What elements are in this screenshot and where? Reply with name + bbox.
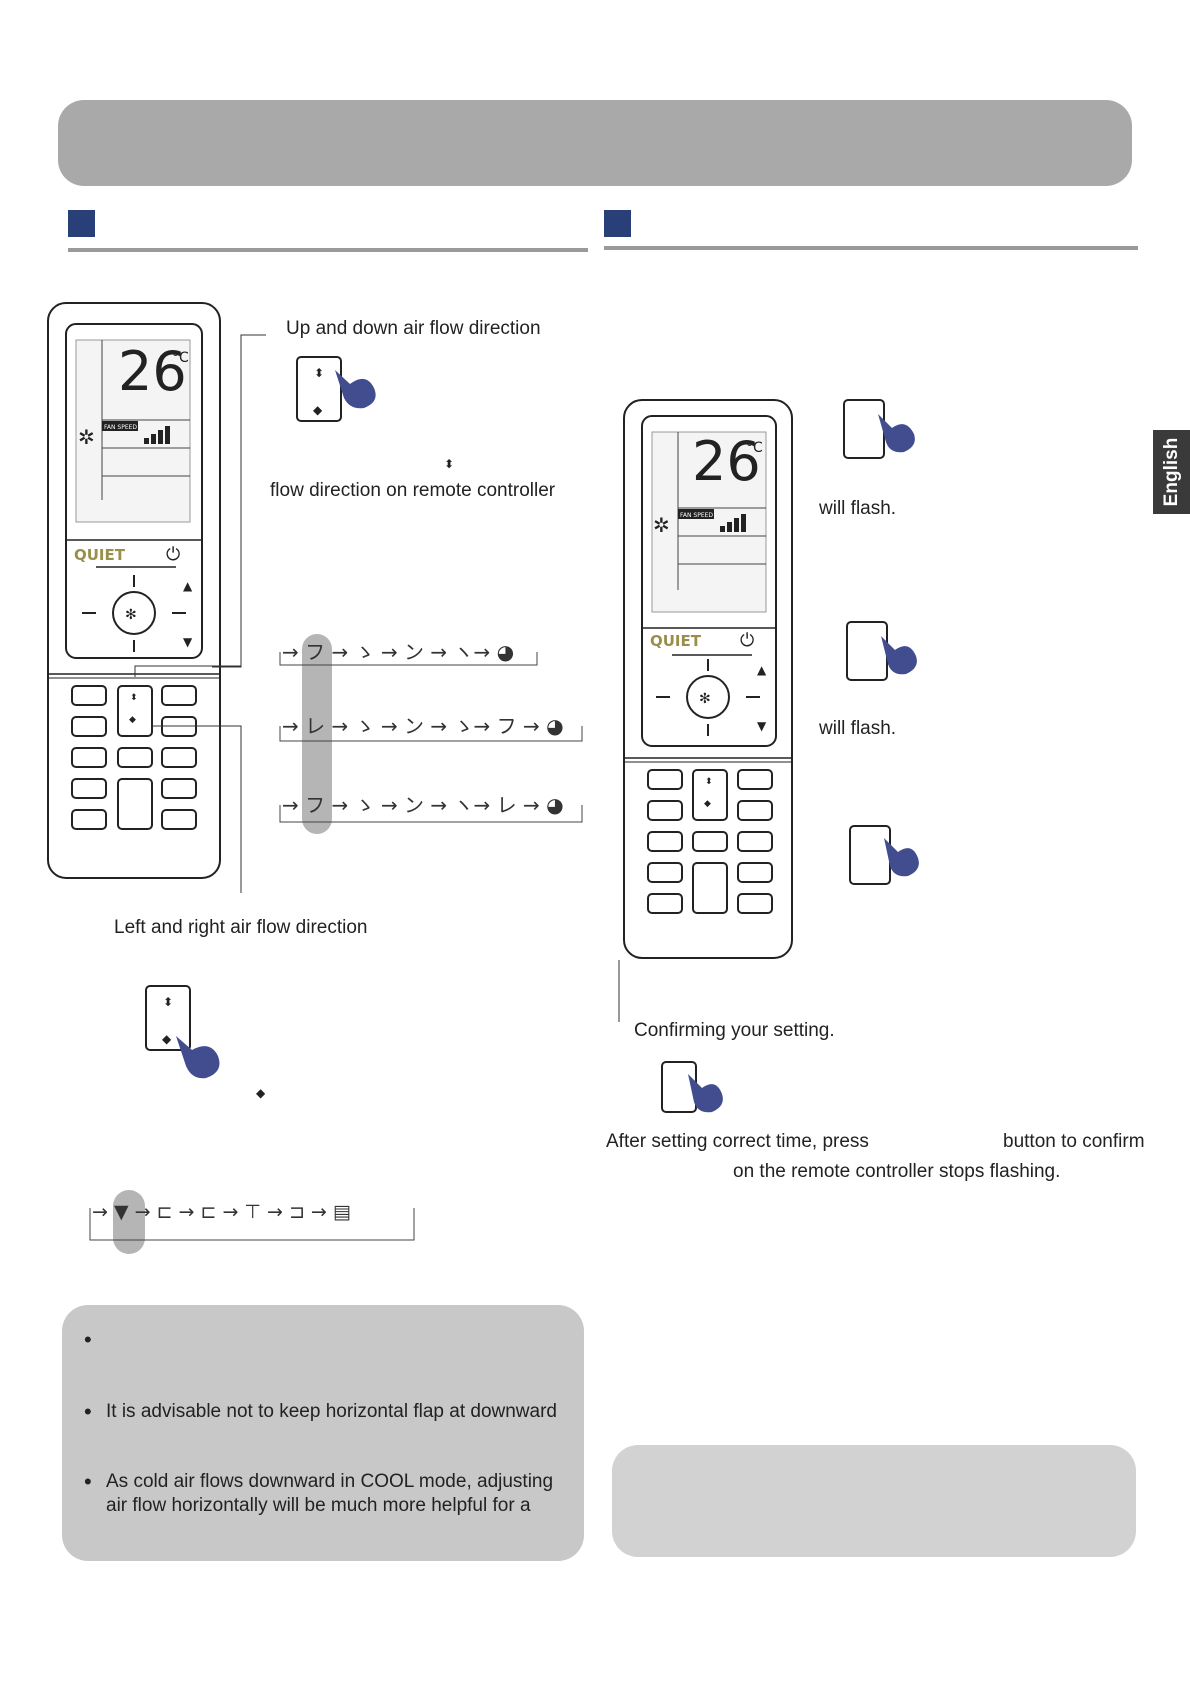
step-button-3 (849, 825, 919, 885)
hand-pointer-icon (688, 1074, 723, 1113)
confirm-text-start: After setting correct time, press (606, 1131, 869, 1152)
svg-text:26: 26 (692, 430, 761, 493)
confirm-text-line2: on the remote controller stops flashing. (733, 1161, 1061, 1182)
leader-lines (134, 334, 266, 893)
updown-description: flow direction on remote controller (270, 480, 556, 501)
svg-text:▼: ▼ (757, 719, 767, 733)
hand-pointer-icon (884, 838, 919, 877)
temperature-unit: °C (172, 350, 189, 366)
svg-text:◆: ◆ (704, 799, 711, 809)
swing-button-leftright (145, 985, 191, 1051)
step1-text: will flash. (819, 498, 897, 519)
svg-text:◆: ◆ (313, 403, 323, 417)
remote-controller-right (623, 399, 793, 959)
hand-pointer-icon (878, 414, 915, 453)
svg-text:⬍: ⬍ (314, 366, 324, 380)
svg-text:◆: ◆ (162, 1032, 172, 1046)
confirm-title: Confirming your setting. (634, 1020, 835, 1041)
confirm-button (661, 1061, 723, 1113)
flap-sequence-row-3: → フ → ゝ → ン → ヽ→ レ → ◕ (282, 793, 564, 817)
svg-text:FAN SPEED: FAN SPEED (680, 512, 713, 519)
power-icon: ⏻ (740, 630, 754, 651)
svg-text:QUIET: QUIET (650, 632, 702, 650)
section-rule-left (68, 248, 588, 252)
up-arrow-icon: ▲ (183, 579, 193, 593)
flap-sequence-row-2: → レ → ゝ → ン → ゝ→ フ → ◕ (282, 714, 564, 738)
flap-sequence-vertical (279, 652, 583, 823)
svg-text:⬍: ⬍ (163, 995, 173, 1009)
step-button-1 (843, 399, 915, 459)
snowflake-icon: ✲ (78, 425, 95, 449)
sequence-highlight (302, 634, 332, 834)
left-diagram: 26 °C FAN SPEED ✲ QUIET ⏻ ▲ ▼ ✻ ⬍ ◆ ⬍ ◆ … (47, 302, 583, 1254)
notes-box: • •It is advisable not to keep horizonta… (62, 1305, 584, 1561)
up-down-arrow-icon: ⬍ (130, 693, 138, 703)
quiet-label: QUIET (74, 546, 126, 564)
svg-text:⬍: ⬍ (705, 777, 713, 787)
confirm-text-end: button to confirm (1003, 1131, 1145, 1152)
step2-text: will flash. (819, 718, 897, 739)
hand-pointer-icon (176, 1036, 220, 1079)
hand-pointer-icon (335, 370, 376, 409)
hand-pointer-icon (881, 636, 917, 675)
snowflake-icon: ✲ (653, 513, 670, 537)
step-button-2 (846, 621, 917, 681)
temperature-display: 26 (118, 340, 187, 403)
svg-text:°C: °C (746, 440, 763, 456)
fan-icon: ✻ (699, 691, 711, 707)
left-right-arrow-icon: ◆ (256, 1086, 266, 1100)
power-icon: ⏻ (166, 544, 180, 565)
section-marker-left (68, 210, 95, 237)
left-right-arrow-icon: ◆ (129, 715, 136, 725)
header-banner (58, 100, 1132, 186)
section-rule-right (604, 246, 1138, 250)
fan-speed-label: FAN SPEED (104, 424, 137, 431)
sequence-highlight (113, 1190, 145, 1254)
fan-icon: ✻ (125, 607, 137, 623)
leftright-title: Left and right air flow direction (114, 917, 368, 938)
note-item-2: •It is advisable not to keep horizontal … (84, 1399, 557, 1424)
svg-text:▲: ▲ (757, 663, 767, 677)
language-tab[interactable]: English (1153, 430, 1190, 514)
remote-controller-left (47, 302, 221, 879)
updown-title: Up and down air flow direction (286, 318, 541, 339)
flap-sequence-row-1: → フ → ゝ → ン → ヽ→ ◕ (282, 640, 514, 664)
note-item-3: •As cold air flows downward in COOL mode… (84, 1469, 554, 1494)
note-item-3-cont: air flow horizontally will be much more … (106, 1495, 531, 1516)
section-marker-right (604, 210, 631, 237)
right-diagram: 26 °C FAN SPEED ✲ QUIET ⏻ ▲ ▼ ✻ ⬍ ◆ (618, 399, 919, 1113)
swing-button-updown (296, 356, 342, 422)
up-down-arrow-icon: ⬍ (444, 457, 454, 471)
down-arrow-icon: ▼ (183, 635, 193, 649)
info-box-right (612, 1445, 1136, 1557)
flap-sequence-horizontal: → ▼ → ⊏ → ⊏ → ⊤ → ⊐ → ▤ (92, 1201, 351, 1223)
fan-speed-bars-icon (144, 426, 170, 444)
